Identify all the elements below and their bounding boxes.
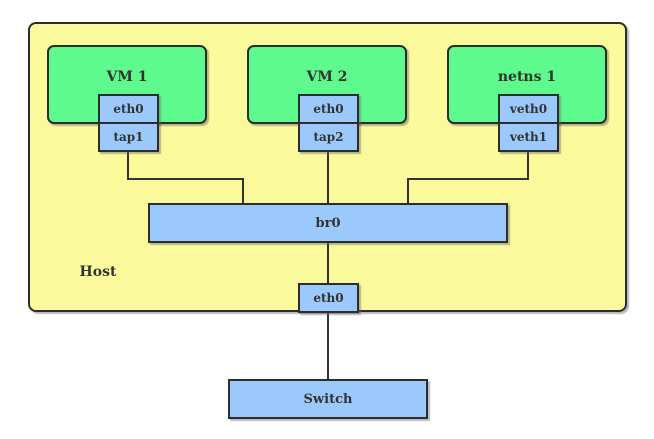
vm1-label: VM 1 [106,69,148,85]
edge-veth1-br0-segment [407,178,409,205]
edge-br0-eth0-segment [327,241,329,285]
edge-veth1-br0-segment [527,150,529,180]
veth1-interface: veth1 [498,122,559,152]
br0-bridge: br0 [148,203,508,243]
vm2-eth0-interface: eth0 [298,94,359,124]
edge-tap1-br0-segment [127,178,244,180]
edge-tap2-br0-segment [327,150,329,205]
host-eth0-interface: eth0 [298,283,359,313]
edge-tap1-br0-segment [127,150,129,180]
vm1-eth0-interface: eth0 [98,94,159,124]
edge-eth0-switch-segment [327,311,329,381]
tap1-interface: tap1 [98,122,159,152]
edge-veth1-br0-segment [407,178,529,180]
veth0-interface: veth0 [498,94,559,124]
edge-tap1-br0-segment [242,178,244,205]
vm2-label: VM 2 [306,69,348,85]
host-label: Host [79,264,117,280]
switch-box: Switch [228,379,428,419]
tap2-interface: tap2 [298,122,359,152]
netns1-label: netns 1 [497,69,557,85]
